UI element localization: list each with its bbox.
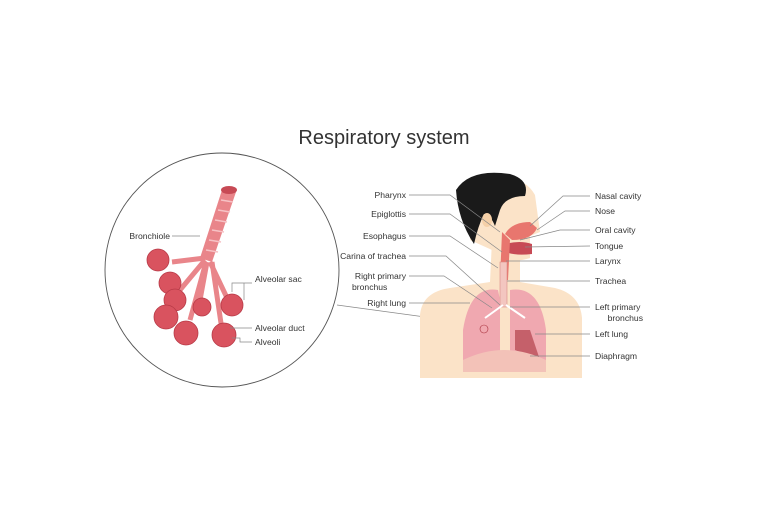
alveoli-inset: Bronchiole Alveolar sac Alveolar duct Al… [104, 152, 485, 388]
label-larynx: Larynx [595, 256, 621, 266]
label-nasal-cavity: Nasal cavity [595, 191, 642, 201]
label-right-lung: Right lung [367, 298, 406, 308]
label-trachea: Trachea [595, 276, 626, 286]
label-left-primary-1: Left primary [595, 302, 641, 312]
nasal-cavity [505, 222, 537, 240]
label-epiglottis: Epiglottis [371, 209, 406, 219]
diaphragm [463, 350, 546, 372]
label-esophagus: Esophagus [363, 231, 406, 241]
left-labels: Pharynx Epiglottis Esophagus Carina of t… [340, 190, 503, 309]
label-alveolar-sac: Alveolar sac [255, 274, 303, 284]
label-left-lung: Left lung [595, 329, 628, 339]
trachea [499, 261, 508, 308]
bronchiole-tube [171, 186, 237, 331]
label-left-primary-2: bronchus [608, 313, 643, 323]
label-alveoli: Alveoli [255, 337, 280, 347]
alveolar-clusters [146, 248, 244, 348]
label-diaphragm: Diaphragm [595, 351, 637, 361]
diagram-title: Respiratory system [298, 127, 469, 149]
hair-icon [456, 172, 526, 244]
label-tongue: Tongue [595, 241, 623, 251]
label-carina: Carina of trachea [340, 251, 406, 261]
right-labels: Nasal cavity Nose Oral cavity Tongue Lar… [506, 191, 643, 361]
label-nose: Nose [595, 206, 615, 216]
oral-cavity [505, 242, 532, 255]
label-bronchiole: Bronchiole [129, 231, 170, 241]
label-right-primary-1: Right primary [355, 271, 407, 281]
label-pharynx: Pharynx [374, 190, 406, 200]
label-oral-cavity: Oral cavity [595, 225, 636, 235]
right-lung [463, 289, 500, 368]
human-figure [420, 172, 582, 378]
label-alveolar-duct: Alveolar duct [255, 323, 305, 333]
ear [482, 213, 492, 227]
label-right-primary-2: bronchus [352, 282, 387, 292]
